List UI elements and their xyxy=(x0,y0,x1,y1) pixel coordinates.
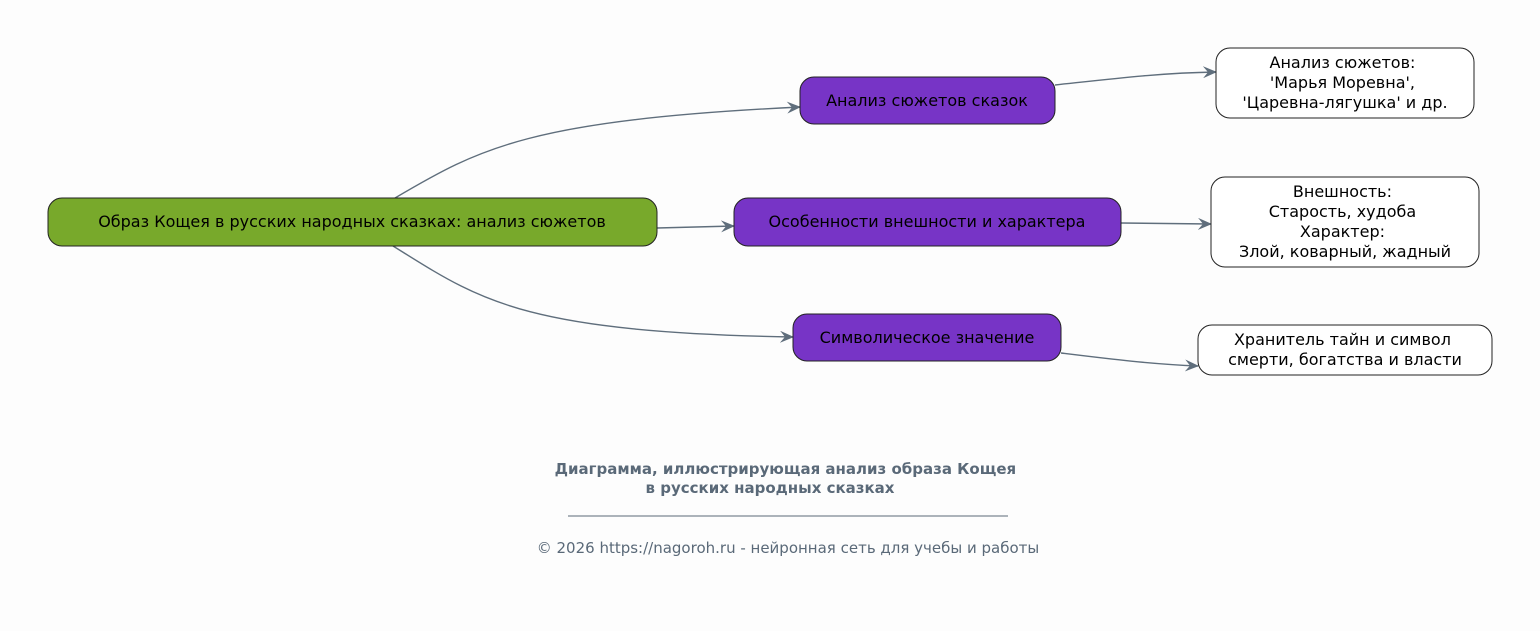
detail-line: 'Марья Моревна', xyxy=(1270,73,1415,92)
root-label: Образ Кощея в русских народных сказках: … xyxy=(98,212,606,231)
detail-node-appearance[interactable]: Внешность: Старость, худоба Характер: Зл… xyxy=(1210,176,1480,268)
root-node[interactable]: Образ Кощея в русских народных сказках: … xyxy=(47,197,658,247)
edge-root-to-symbolism xyxy=(392,245,794,343)
detail-line: Внешность: xyxy=(1293,182,1392,201)
detail-node-plots[interactable]: Анализ сюжетов: 'Марья Моревна', 'Царевн… xyxy=(1215,47,1475,119)
detail-line: Анализ сюжетов: xyxy=(1270,53,1416,72)
diagram-caption: Диаграмма, иллюстрирующая анализ образа … xyxy=(555,460,1022,497)
edge-symbolism-to-detail xyxy=(1060,352,1199,372)
edge-root-to-appearance xyxy=(656,220,735,233)
branch-label: Символическое значение xyxy=(820,328,1035,347)
detail-text: Хранитель тайн и символ смерти, богатств… xyxy=(1228,330,1462,369)
branch-node-plots[interactable]: Анализ сюжетов сказок xyxy=(799,76,1056,125)
edge-plots-to-detail xyxy=(1054,66,1217,86)
edge-root-to-plots xyxy=(394,101,801,199)
detail-line: Характер: xyxy=(1300,222,1385,241)
caption-line: в русских народных сказках xyxy=(646,479,895,497)
footer-copyright: © 2026 https://nagoroh.ru - нейронная се… xyxy=(537,539,1040,557)
detail-line: 'Царевна-лягушка' и др. xyxy=(1242,93,1447,112)
detail-text: Анализ сюжетов: 'Марья Моревна', 'Царевн… xyxy=(1242,53,1447,112)
branch-node-appearance[interactable]: Особенности внешности и характера xyxy=(733,197,1122,247)
detail-line: Хранитель тайн и символ xyxy=(1234,330,1451,349)
detail-text: Внешность: Старость, худоба Характер: Зл… xyxy=(1239,182,1451,261)
detail-node-symbolism[interactable]: Хранитель тайн и символ смерти, богатств… xyxy=(1197,324,1493,376)
branch-label: Особенности внешности и характера xyxy=(769,212,1086,231)
detail-line: Старость, худоба xyxy=(1269,202,1416,221)
detail-line: Злой, коварный, жадный xyxy=(1239,242,1451,261)
branch-label: Анализ сюжетов сказок xyxy=(826,91,1028,110)
detail-line: смерти, богатства и власти xyxy=(1228,350,1462,369)
edge-appearance-to-detail xyxy=(1120,217,1212,230)
branch-node-symbolism[interactable]: Символическое значение xyxy=(792,313,1062,362)
caption-line: Диаграмма, иллюстрирующая анализ образа … xyxy=(555,460,1017,478)
